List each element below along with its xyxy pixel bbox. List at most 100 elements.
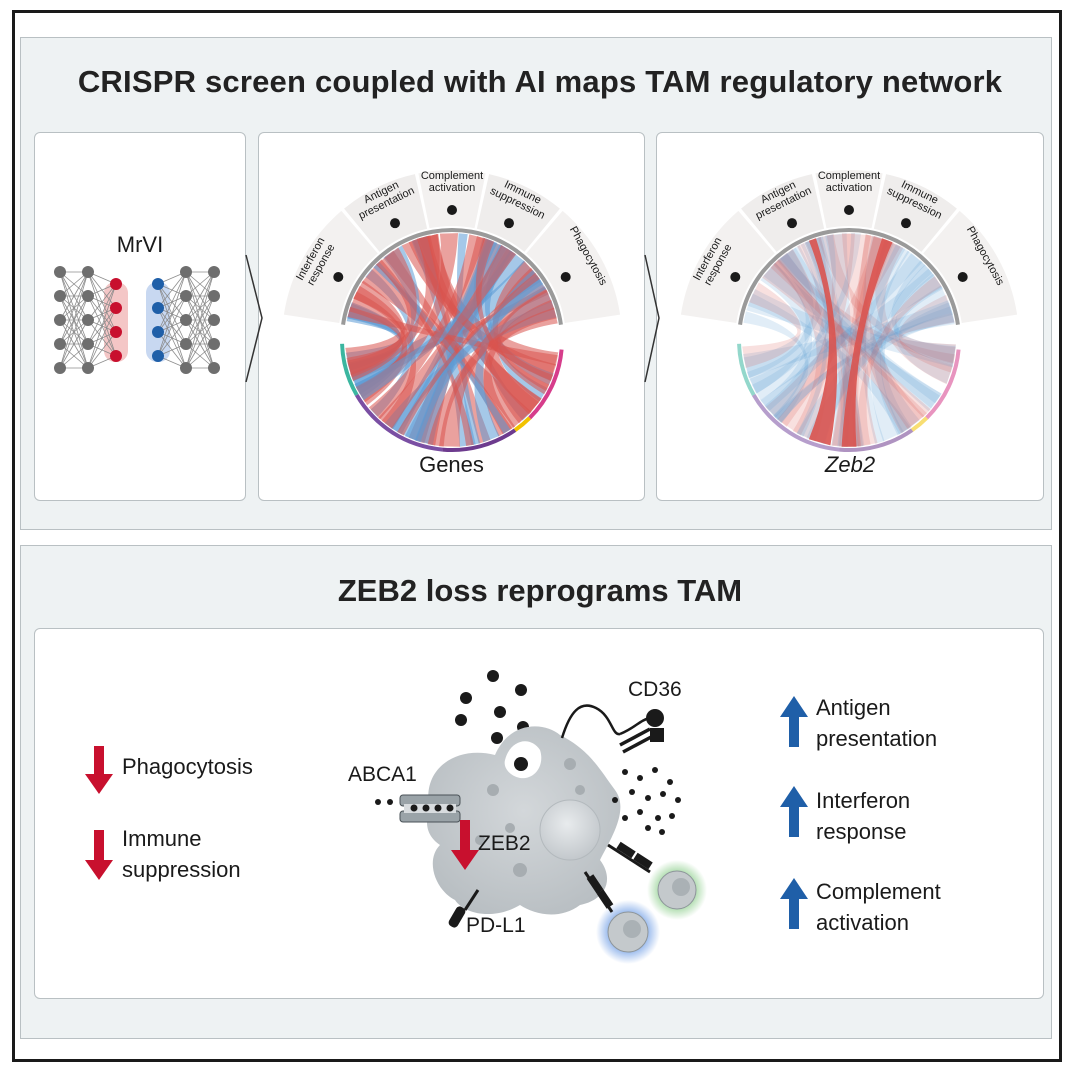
effect-line: activation — [816, 910, 909, 935]
chord-link — [743, 311, 809, 424]
up-arrow-icon — [780, 786, 808, 837]
network-node — [152, 302, 164, 314]
chord-link — [852, 234, 889, 447]
chord-link — [773, 312, 955, 423]
down-arrow-icon — [85, 746, 113, 794]
chord-link — [373, 261, 511, 434]
chord-link — [796, 239, 829, 437]
pdl1-label: PD-L1 — [466, 914, 526, 937]
effect-line: Antigen — [816, 695, 891, 720]
chord-link — [414, 244, 516, 446]
category-sector — [526, 210, 621, 323]
chord-link — [880, 264, 933, 433]
category-icon — [560, 271, 571, 282]
category-sector — [873, 174, 957, 252]
chord-link — [405, 274, 547, 443]
category-sector — [344, 174, 428, 252]
chord-link — [857, 276, 942, 447]
category-icon — [900, 218, 911, 229]
down-effect-immune-suppression: Immune suppression — [122, 823, 241, 885]
chord-link — [764, 234, 836, 420]
network-node — [180, 338, 192, 350]
category-sector — [741, 174, 825, 252]
network-node — [54, 266, 66, 278]
network-node — [110, 326, 122, 338]
category-icon — [730, 271, 741, 282]
chord-link — [742, 300, 955, 379]
chord-link — [475, 237, 550, 395]
effect-line: suppression — [122, 857, 241, 882]
network-node — [82, 338, 94, 350]
chord-link — [354, 250, 525, 401]
genes-chord-diagram — [283, 170, 621, 452]
category-sector — [815, 170, 883, 229]
category-icon — [447, 205, 457, 215]
category-icon — [390, 218, 401, 229]
network-node — [54, 290, 66, 302]
macrophage-icon — [375, 670, 681, 928]
abca1-label: ABCA1 — [348, 763, 417, 786]
chord-link — [870, 250, 926, 442]
network-node — [180, 290, 192, 302]
category-sector — [923, 210, 1018, 323]
zeb2-chord-label: Zeb2 — [824, 452, 876, 477]
chord-link — [762, 259, 928, 430]
network-node — [54, 338, 66, 350]
network-node — [152, 278, 164, 290]
effect-line: Complement — [816, 879, 941, 904]
chord-link — [427, 307, 558, 447]
network-node — [54, 314, 66, 326]
bottom-panel-title: ZEB2 loss reprograms TAM — [337, 573, 743, 608]
network-node — [208, 338, 220, 350]
chord-link — [797, 242, 847, 447]
chord-link — [368, 234, 486, 420]
down-arrow-icon — [85, 830, 113, 880]
effect-line: response — [816, 819, 907, 844]
network-node — [208, 314, 220, 326]
network-node — [208, 290, 220, 302]
chord-link — [891, 260, 956, 367]
chord-link — [817, 234, 956, 364]
category-icon — [503, 218, 514, 229]
network-node — [82, 290, 94, 302]
chord-link — [841, 233, 925, 434]
category-sector — [680, 210, 775, 323]
network-node — [82, 314, 94, 326]
t-cell-icon — [607, 841, 707, 920]
chord-link — [746, 249, 814, 394]
chevron-right-icon — [644, 254, 660, 383]
mrvi-label: MrVI — [116, 232, 164, 257]
chord-link — [742, 282, 801, 369]
up-effect-antigen-presentation: Antigen presentation — [816, 692, 937, 754]
chevron-right-icon — [245, 254, 263, 383]
chord-link — [345, 247, 417, 376]
network-node — [110, 350, 122, 362]
category-label-line: activation — [825, 182, 873, 194]
genes-label: Genes — [419, 452, 484, 477]
chord-link — [760, 262, 813, 418]
network-node — [180, 314, 192, 326]
zeb2-chord-diagram — [680, 170, 1018, 452]
chord-link — [777, 233, 855, 436]
top-panel-title: CRISPR screen coupled with AI maps TAM r… — [77, 64, 1003, 99]
chord-link — [898, 294, 956, 373]
chord-link — [832, 235, 883, 447]
chord-link — [774, 306, 953, 423]
chord-link-highlight — [808, 238, 838, 446]
effect-line: Interferon — [816, 788, 911, 813]
up-arrow-icon — [780, 696, 808, 747]
network-node — [152, 350, 164, 362]
chord-link — [770, 259, 931, 418]
network-node — [180, 362, 192, 374]
network-node — [208, 266, 220, 278]
chord-link-highlight — [841, 238, 893, 447]
chord-link — [777, 247, 942, 412]
chord-link — [894, 273, 953, 384]
chord-link — [401, 238, 557, 381]
chord-link — [747, 293, 911, 435]
down-effect-phagocytosis: Phagocytosis — [122, 751, 253, 782]
category-sector — [283, 210, 378, 323]
chord-link — [869, 239, 920, 436]
network-diagram-icon — [54, 266, 220, 374]
